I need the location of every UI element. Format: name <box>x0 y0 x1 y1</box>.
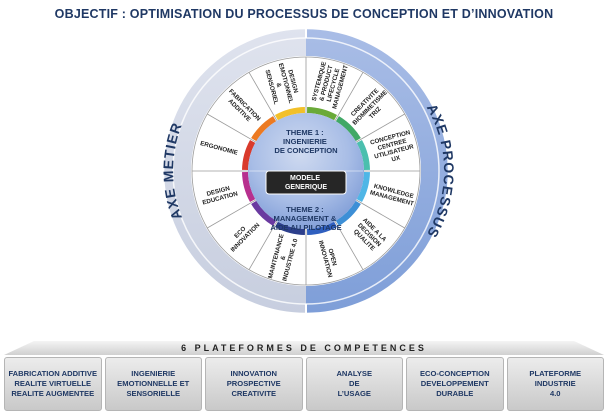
segment-color-band <box>242 139 256 170</box>
theme-1-label: THEME 1 : INGENIERIE DE CONCEPTION <box>274 128 337 155</box>
segment-color-band <box>307 107 338 121</box>
platform-box: INGENIERIE EMOTIONNELLE ET SENSORIELLE <box>104 357 202 411</box>
segment-outline <box>191 56 421 286</box>
axis-label-metier: AXE METIER <box>160 120 185 222</box>
competence-wheel: AXE METIER AXE PROCESSUS SYSTEMIQUE& PRO… <box>160 26 456 316</box>
modele-generique-label: MODELE GENERIQUE <box>285 175 327 191</box>
modele-generique-box <box>265 170 347 195</box>
segment-color-band <box>274 107 305 121</box>
segment-divider <box>207 199 256 229</box>
segment-color-band <box>356 139 370 170</box>
platform-row: FABRICATION ADDITIVE REALITE VIRTUELLE R… <box>4 357 604 411</box>
platforms-header: 6 PLATEFORMES DE COMPETENCES <box>4 341 604 355</box>
segment-color-band <box>274 221 305 235</box>
segment-color-band <box>251 200 277 226</box>
segment-divider <box>334 221 364 270</box>
platform-bar: 6 PLATEFORMES DE COMPETENCES FABRICATION… <box>4 341 604 411</box>
platform-box: ANALYSE DE L’USAGE <box>305 357 403 411</box>
segment-divider <box>356 199 405 229</box>
segment-divider <box>207 113 256 143</box>
diagram-title: OBJECTIF : OPTIMISATION DU PROCESSUS DE … <box>54 7 554 21</box>
theme-2-label: THEME 2 : MANAGEMENT & AIDE AU PILOTAGE <box>270 205 341 232</box>
segment-color-band <box>335 116 361 142</box>
segment-color-band <box>251 116 277 142</box>
segment-divider <box>248 221 278 270</box>
segment-divider <box>334 72 364 121</box>
segment-color-band <box>242 172 256 203</box>
platform-box: INNOVATION PROSPECTIVE CREATIVITE <box>205 357 303 411</box>
segment-color-band <box>356 172 370 203</box>
platform-box: ECO-CONCEPTION DEVELOPPEMENT DURABLE <box>406 357 504 411</box>
segment-color-band <box>335 200 361 226</box>
platform-box: FABRICATION ADDITIVE REALITE VIRTUELLE R… <box>4 357 102 411</box>
segment-color-band <box>307 221 338 235</box>
segment-divider <box>356 113 405 143</box>
platform-box: PLATEFORME INDUSTRIE 4.0 <box>506 357 604 411</box>
segment-divider <box>248 72 278 121</box>
